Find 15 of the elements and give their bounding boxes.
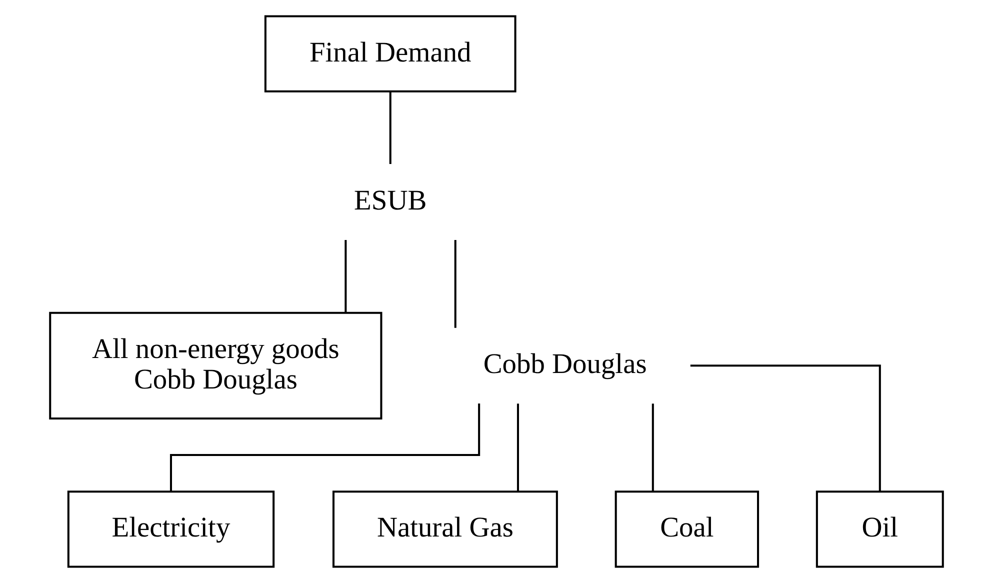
node-text: ESUB (354, 186, 426, 217)
node-box: Final Demand (264, 15, 516, 92)
connector (169, 404, 480, 492)
node-box: Natural Gas (332, 490, 558, 568)
connector (690, 364, 880, 492)
node-box: Coal (614, 490, 759, 568)
node-box: All non-energy goods Cobb Douglas (48, 312, 382, 420)
connector (454, 240, 456, 328)
connector (651, 404, 654, 492)
connector (344, 240, 346, 312)
connector (388, 92, 391, 164)
connector (516, 404, 518, 492)
node-box: Electricity (66, 490, 274, 568)
node-box: Oil (815, 490, 944, 568)
node-text: Cobb Douglas (482, 349, 646, 380)
